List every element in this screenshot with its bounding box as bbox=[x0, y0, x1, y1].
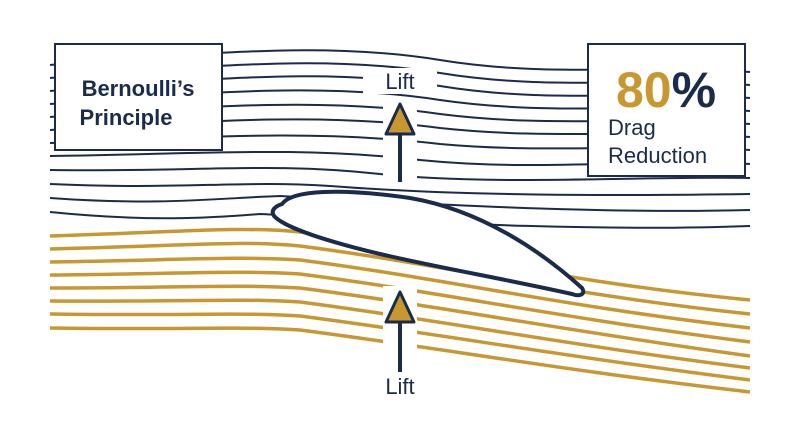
streamline bbox=[49, 183, 751, 197]
title-line-1: Bernoulli’s bbox=[82, 76, 195, 101]
stat-box: 80% Drag Reduction bbox=[587, 43, 746, 177]
streamline bbox=[49, 270, 751, 344]
streamline bbox=[49, 284, 751, 358]
lift-label-bottom: Lift bbox=[385, 374, 414, 399]
lift-label-bg bbox=[363, 372, 437, 400]
title-line-2: Principle bbox=[80, 105, 173, 130]
streamline bbox=[49, 326, 751, 394]
streamline bbox=[49, 312, 751, 382]
stat-label-line-2: Reduction bbox=[608, 143, 707, 168]
streamline bbox=[49, 256, 751, 330]
lift-label-top: Lift bbox=[385, 69, 414, 94]
stat-value: 80% bbox=[616, 62, 716, 118]
stat-label-line-1: Drag bbox=[608, 115, 656, 140]
lift-arrow-bottom: Lift bbox=[363, 286, 437, 400]
streamline bbox=[49, 166, 751, 182]
streamline bbox=[49, 241, 751, 316]
title-box: Bernoulli’s Principle bbox=[54, 43, 223, 151]
airfoil-icon bbox=[270, 189, 586, 298]
streamline bbox=[49, 298, 751, 370]
arrow-up-icon bbox=[384, 290, 416, 324]
lift-arrow-top: Lift bbox=[363, 68, 437, 184]
arrow-up-icon bbox=[384, 102, 416, 136]
stat-frame bbox=[587, 43, 746, 177]
title-frame bbox=[54, 43, 223, 151]
lift-label-bg bbox=[363, 68, 437, 94]
